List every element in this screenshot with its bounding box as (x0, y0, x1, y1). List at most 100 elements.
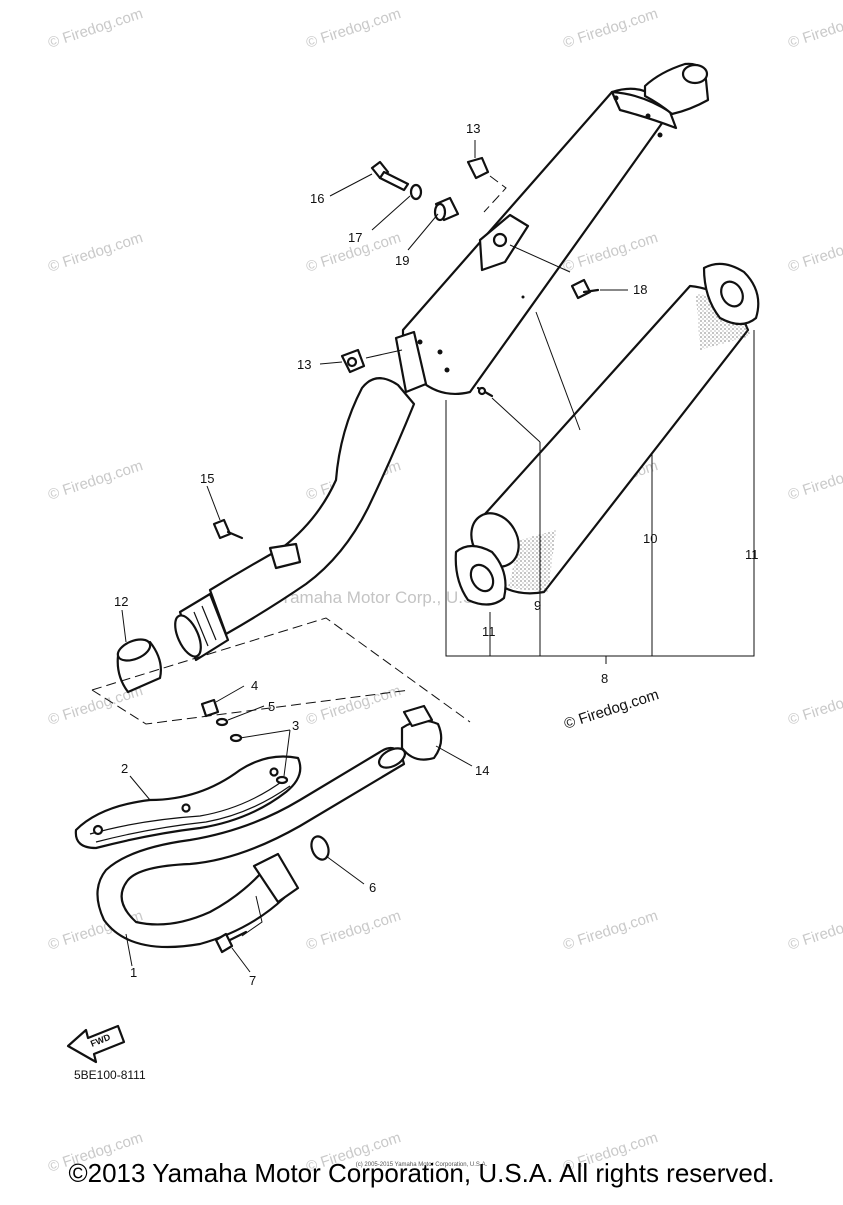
clamp-14 (400, 704, 443, 761)
heat-shield-body (74, 755, 302, 850)
mid-pipe-stay (268, 542, 302, 570)
heat-shield-rib (89, 779, 285, 835)
group-bracket-8 (445, 311, 755, 664)
bolt-shank (228, 930, 248, 942)
bracket-hole (492, 232, 508, 248)
leader-5 (227, 705, 265, 721)
bolt-4 (200, 698, 220, 718)
collar-face (433, 202, 447, 222)
muffler-outlet-opening (681, 63, 709, 85)
gasket-6 (310, 835, 330, 861)
callout-14: 14 (475, 763, 489, 778)
heat-shield-hole (269, 767, 279, 777)
mid-pipe (174, 377, 416, 662)
silencer-detail (454, 262, 760, 606)
leader-13-lower-b (365, 349, 403, 359)
washer-5 (215, 717, 229, 727)
mid-pipe-end-face (174, 614, 202, 658)
firedog-label: © Firedog.com (562, 686, 661, 733)
watermark: © Firedog.com (786, 682, 843, 729)
seal-12 (116, 638, 162, 694)
callout-18: 18 (633, 282, 647, 297)
grommet-13-upper (466, 156, 490, 180)
rivet (645, 113, 651, 119)
watermark: © Firedog.com (46, 5, 145, 52)
rivet (417, 339, 423, 345)
watermark: © Firedog.com (561, 907, 660, 954)
callout-3: 3 (292, 718, 299, 733)
grommet-hole (346, 356, 358, 368)
leader-19 (407, 213, 439, 251)
leader-1 (125, 933, 133, 967)
fwd-arrow-icon: FWD (66, 1024, 126, 1064)
bolt-shank (226, 530, 244, 540)
assembly-line (241, 895, 263, 937)
muffler-assembly (394, 62, 710, 398)
muffler-inlet-flange (394, 330, 428, 394)
washer-17 (409, 183, 423, 201)
watermark: © Firedog.com (46, 457, 145, 504)
rivet (613, 95, 619, 101)
rivet (657, 132, 663, 138)
washer-3-a (229, 733, 243, 743)
leader-lines (121, 140, 628, 973)
muffler-end-cap (610, 90, 678, 130)
bolt-shank (378, 170, 410, 192)
callout-9: 9 (534, 598, 541, 613)
watermark: © Firedog.com (304, 5, 403, 52)
rivet (437, 349, 443, 355)
drawing-code: 5BE100-8111 (74, 1068, 146, 1082)
callout-6: 6 (369, 880, 376, 895)
callout-4: 4 (251, 678, 258, 693)
assembly-line (509, 244, 571, 273)
gasket-hole (469, 563, 495, 593)
heat-shield-hole (181, 803, 191, 813)
bolt-18 (570, 278, 600, 300)
leader-14 (435, 745, 473, 767)
footer-copyright: ©2013 Yamaha Motor Corporation, U.S.A. A… (68, 1158, 775, 1188)
bolt-head (570, 278, 592, 300)
heat-shield-hole (92, 824, 104, 836)
watermark: © Firedog.com (304, 907, 403, 954)
heat-shield-rib (95, 785, 291, 843)
clamp-band (400, 719, 443, 761)
clamp-bolt (402, 704, 434, 728)
heat-shield-2 (74, 755, 302, 850)
callout-11-upper: 11 (745, 547, 759, 562)
watermark-layer: © Firedog.com © Firedog.com © Firedog.co… (46, 5, 843, 1176)
bolt-head (212, 518, 232, 540)
leader-16 (329, 173, 373, 197)
callout-8: 8 (601, 671, 608, 686)
gasket-hole (720, 280, 744, 308)
watermark: © Firedog.com (786, 907, 843, 954)
callout-13-lower: 13 (297, 357, 311, 372)
callout-19: 19 (395, 253, 409, 268)
fwd-arrow-shape (66, 1024, 126, 1064)
watermark: © Firedog.com (786, 229, 843, 276)
seal-face (116, 638, 152, 662)
assembly-line (91, 617, 471, 723)
leader-6 (325, 855, 365, 885)
bolt-head (214, 932, 234, 954)
leader-line (491, 397, 541, 443)
bolt-15 (212, 518, 244, 540)
callout-1: 1 (130, 965, 137, 980)
callout-11-lower: 11 (482, 624, 496, 639)
watermark: © Firedog.com (561, 5, 660, 52)
callout-2: 2 (121, 761, 128, 776)
watermark: © Firedog.com (786, 457, 843, 504)
watermark: © Firedog.com (46, 229, 145, 276)
leader-7 (231, 947, 251, 973)
callout-15: 15 (200, 471, 214, 486)
leader-13-lower (319, 361, 343, 365)
assembly-line (483, 175, 507, 213)
center-watermark: Yamaha Motor Corp., U.S.A. (280, 588, 495, 607)
mid-pipe-body (208, 377, 416, 636)
leader-line (535, 311, 581, 431)
muffler-screw-head (477, 386, 487, 396)
bolt-7 (214, 930, 248, 954)
collar-19 (433, 196, 460, 222)
callout-5: 5 (268, 699, 275, 714)
